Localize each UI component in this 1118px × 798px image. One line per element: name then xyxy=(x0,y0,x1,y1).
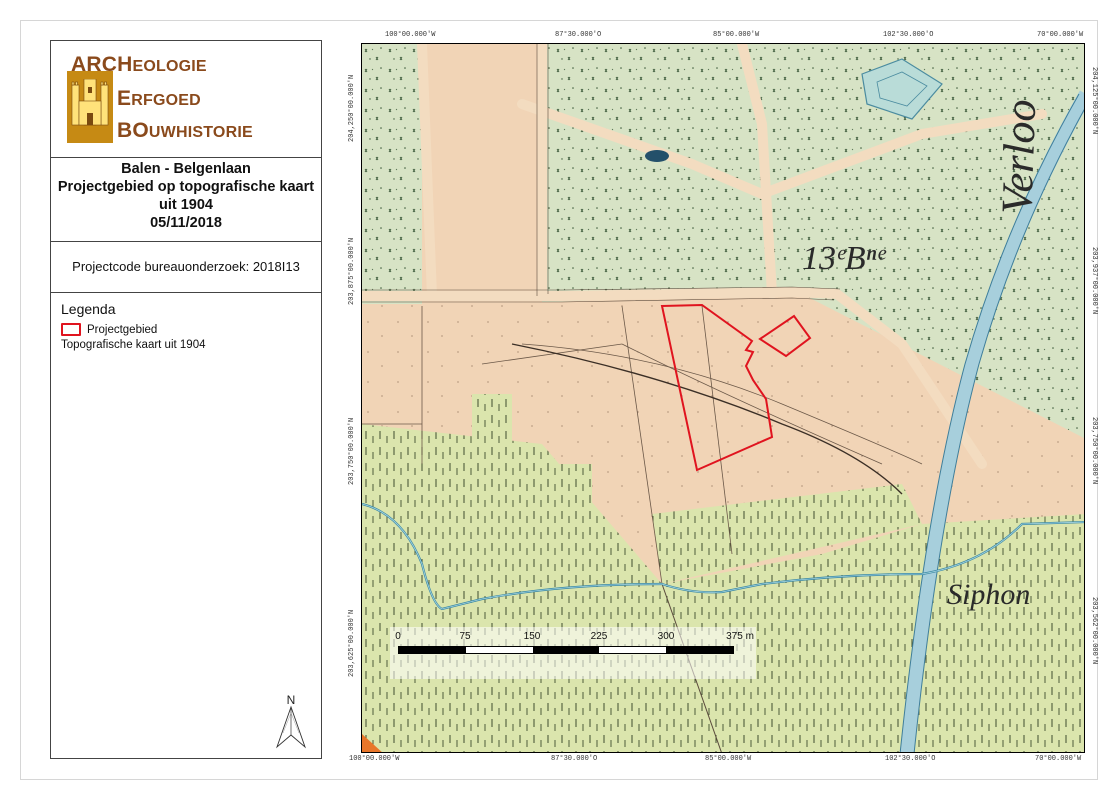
project-area-outline-annex xyxy=(758,314,812,358)
coord-top: 100°00.000'W xyxy=(385,31,436,39)
map-label-siphon: Siphon xyxy=(947,578,1030,611)
coord-top: 85°00.000'W xyxy=(713,31,760,39)
castle-icon xyxy=(67,71,113,143)
project-code: Projectcode bureauonderzoek: 2018I13 xyxy=(51,242,321,293)
coord-left: 203,625°00.000'N xyxy=(348,609,356,677)
legend-item-topo-map: Topografische kaart uit 1904 xyxy=(61,339,311,351)
legend: Legenda Projectgebied Topografische kaar… xyxy=(51,293,321,362)
project-area-swatch xyxy=(61,323,81,336)
map-label-13b: 13ᵉBⁿᵉ xyxy=(802,240,886,277)
coord-left: 203,750°00.000'N xyxy=(348,417,356,485)
title-line-1: Balen - Belgenlaan xyxy=(121,161,251,177)
legend-item-label: Projectgebied xyxy=(87,323,158,336)
map-panel: 100°00.000'W 87°30.000'O 85°00.000'W 102… xyxy=(348,31,1098,763)
scale-label: 375 m xyxy=(726,631,754,642)
project-area-outline xyxy=(660,303,774,472)
legend-title: Legenda xyxy=(61,301,116,317)
scale-bar: 0 75 150 225 300 375 m xyxy=(390,627,756,679)
coord-bottom: 70°00.000'W xyxy=(1035,755,1082,763)
scale-label: 225 xyxy=(590,631,608,642)
coord-top: 102°30.000'O xyxy=(883,31,934,39)
map-title: Balen - Belgenlaan Projectgebied op topo… xyxy=(51,158,321,242)
logo-line-1: ARCHEOLOGIE xyxy=(71,53,207,76)
scale-label: 300 xyxy=(657,631,675,642)
coord-right: 203,937°00.000'N xyxy=(1090,247,1098,315)
legend-item-project-area: Projectgebied xyxy=(61,323,311,336)
north-arrow-icon: N xyxy=(271,693,311,749)
scale-label: 0 xyxy=(395,631,401,642)
logo: ARCHEOLOGIE ERFGOED BOUWHISTORIE xyxy=(51,41,321,158)
coord-top: 87°30.000'O xyxy=(555,31,602,39)
scale-label: 150 xyxy=(523,631,541,642)
title-line-3: uit 1904 xyxy=(159,197,213,213)
coord-bottom: 87°30.000'O xyxy=(551,755,598,763)
coord-bottom: 85°00.000'W xyxy=(705,755,752,763)
coord-right: 204,125°00.000'N xyxy=(1090,67,1098,135)
scale-bar-segments xyxy=(398,646,734,654)
coord-right: 203,562°00.000'N xyxy=(1090,597,1098,665)
coord-left: 203,875°00.000'N xyxy=(348,237,356,305)
coord-bottom: 102°30.000'O xyxy=(885,755,936,763)
coord-right: 203,750°00.000'N xyxy=(1090,417,1098,485)
title-date: 05/11/2018 xyxy=(150,215,222,231)
coord-left: 204,250°00.000'N xyxy=(348,74,356,142)
north-label: N xyxy=(287,693,296,707)
scale-label: 75 xyxy=(459,631,471,642)
outer-frame xyxy=(20,20,1098,780)
legend-item-label: Topografische kaart uit 1904 xyxy=(61,339,206,351)
map-label-verloo: Verloo xyxy=(992,99,1045,216)
coord-top: 70°00.000'W xyxy=(1037,31,1084,39)
logo-line-2: ERFGOED xyxy=(117,87,201,110)
coord-bottom: 100°00.000'W xyxy=(349,755,400,763)
logo-line-3: BOUWHISTORIE xyxy=(117,119,253,142)
title-line-2: Projectgebied op topografische kaart xyxy=(57,179,315,195)
sidebar: ARCHEOLOGIE ERFGOED BOUWHISTORIE Balen -… xyxy=(50,40,322,759)
